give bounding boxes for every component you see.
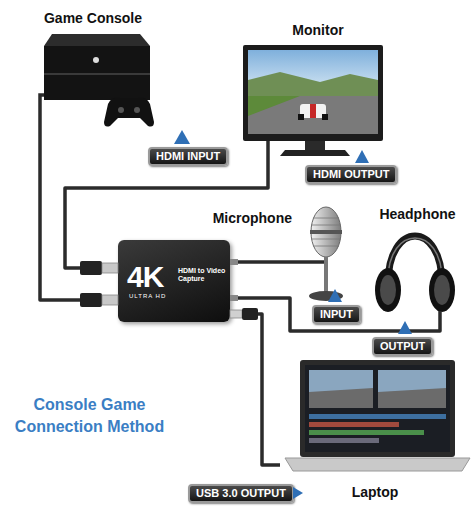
headphone: Headphone <box>370 206 465 323</box>
game-console: Game Console <box>28 10 158 128</box>
badge-text: HDMI INPUT <box>156 150 220 163</box>
capture-card: 4KULTRA HD HDMI to Video Capture <box>118 240 230 322</box>
device-heading: Monitor <box>292 22 343 39</box>
badge-text: HDMI OUTPUT <box>313 168 389 181</box>
headphone-cup <box>375 268 401 312</box>
headphone-cup-pad <box>380 275 396 305</box>
timeline-bar <box>309 422 399 427</box>
monitor-neck <box>305 141 325 150</box>
timeline-bar <box>309 438 379 443</box>
port-badge: OUTPUT <box>372 337 433 356</box>
monitor-road <box>248 96 378 134</box>
headphone-illustration <box>375 236 455 323</box>
monitor-base <box>280 150 350 156</box>
monitor-illustration <box>243 45 383 157</box>
mic-cable-stub <box>296 260 324 264</box>
usb-cable <box>230 314 280 465</box>
preview-window <box>378 370 446 408</box>
ultra-hd-text: ULTRA HD <box>129 293 166 300</box>
badge-text: OUTPUT <box>380 340 425 353</box>
mic-stand <box>324 257 328 292</box>
diagram-title: Console Game Connection Method <box>2 394 177 438</box>
console-logo <box>93 57 99 63</box>
controller-stick <box>118 107 124 113</box>
monitor-grass <box>248 96 300 116</box>
product-text: HDMI to Video Capture <box>178 267 226 283</box>
mic-grille <box>311 239 341 240</box>
headphone-cable-stub <box>438 311 442 323</box>
race-car-stripe <box>310 104 316 118</box>
laptop-screen <box>305 365 450 452</box>
usb-plug-tip <box>230 310 242 318</box>
mic-grille <box>313 246 339 247</box>
monitor-cable-stub <box>266 141 270 157</box>
hdmi-plug-body <box>80 293 102 307</box>
headphone-cup <box>429 268 455 312</box>
device-heading: Microphone <box>213 210 292 227</box>
monitor-hills <box>248 72 378 96</box>
timeline-bar <box>309 430 424 435</box>
device-heading: Game Console <box>44 10 142 27</box>
monitor: Monitor <box>238 22 398 157</box>
audio-jack <box>230 295 238 301</box>
preview-road <box>309 388 373 408</box>
mic-base <box>309 291 343 301</box>
pointer-triangle <box>293 487 303 499</box>
laptop-base <box>285 458 470 471</box>
mic-grille <box>311 225 341 226</box>
race-car-wheel <box>322 114 328 120</box>
mic-ring <box>310 230 342 234</box>
game-console-illustration <box>40 34 154 128</box>
device-heading: Laptop <box>352 484 399 503</box>
headphone-cup-pad <box>434 275 450 305</box>
race-car-wheel <box>298 114 304 120</box>
pointer-triangle <box>328 289 342 302</box>
device-heading: Headphone <box>379 206 455 223</box>
microphone-illustration <box>296 207 343 301</box>
mic-head <box>311 207 341 257</box>
timeline-bar <box>309 414 446 419</box>
controller <box>104 98 154 127</box>
port-badge: INPUT <box>312 305 361 324</box>
audio-cable <box>230 298 440 331</box>
console-front <box>44 46 150 100</box>
console-top <box>44 34 150 46</box>
badge-text: INPUT <box>320 308 353 321</box>
usb-plug-body <box>242 308 258 320</box>
laptop: Laptop <box>280 355 470 503</box>
preview-window <box>309 370 373 408</box>
pointer-triangle <box>174 130 190 144</box>
console-cable-stub <box>40 95 44 128</box>
preview-road <box>378 388 446 408</box>
hdmi-plug-body <box>80 261 102 275</box>
audio-jack <box>230 259 238 265</box>
laptop-lid <box>300 360 455 457</box>
hdmi-cable <box>40 128 118 300</box>
badge-text: USB 3.0 OUTPUT <box>196 487 286 500</box>
console-groove <box>44 73 150 75</box>
port-badge: HDMI OUTPUT <box>305 165 397 184</box>
audio-cable <box>230 260 296 264</box>
microphone: Microphone <box>296 195 356 302</box>
resolution-text: 4K <box>127 262 163 292</box>
mic-grille <box>313 218 339 219</box>
port-badge: HDMI INPUT <box>148 147 228 166</box>
monitor-bezel <box>243 45 383 141</box>
hdmi-plug-tip <box>102 295 118 305</box>
pointer-triangle <box>355 150 369 163</box>
pointer-triangle <box>398 321 412 334</box>
controller-stick <box>134 107 140 113</box>
laptop-illustration <box>285 360 470 471</box>
hdmi-plug-tip <box>102 263 118 273</box>
port-badge: USB 3.0 OUTPUT <box>188 484 294 503</box>
